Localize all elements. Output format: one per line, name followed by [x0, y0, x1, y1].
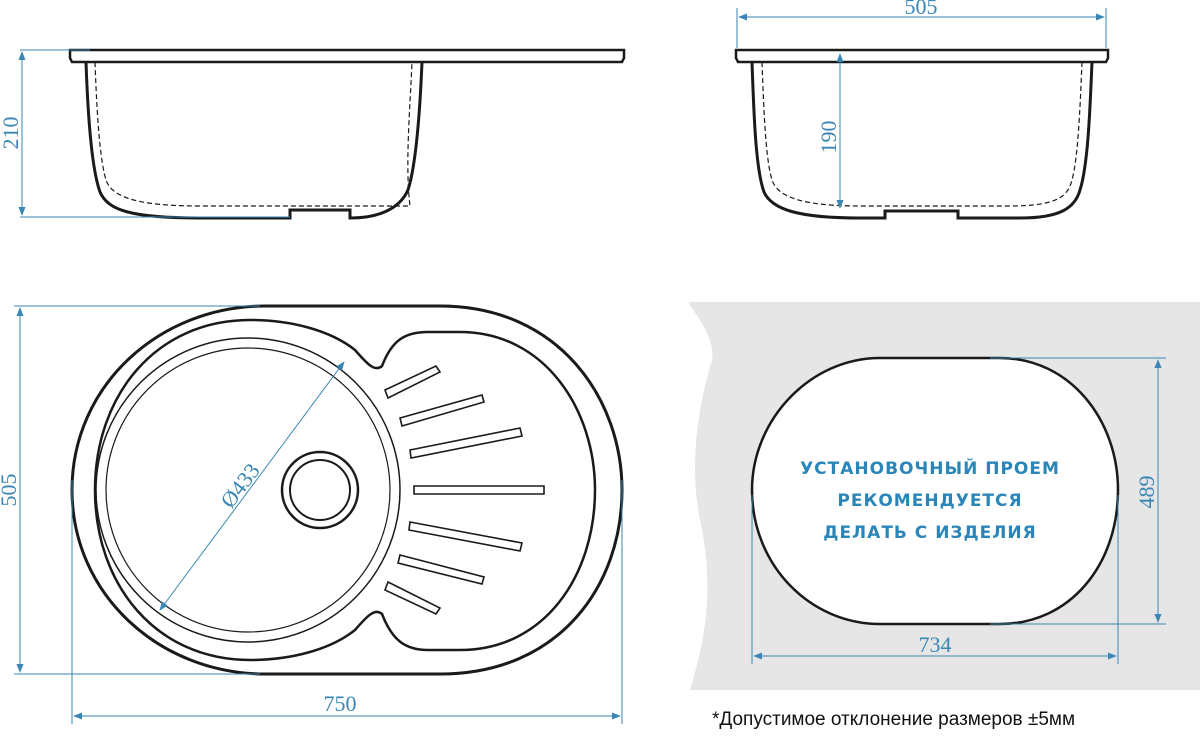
cutout-opening [750, 356, 1120, 626]
cutout-text-line1: УСТАНОВОЧНЫЙ ПРОЕМ [800, 457, 1060, 479]
side-view [68, 48, 626, 220]
top-depth-label: 505 [0, 474, 21, 507]
cutout-view: УСТАНОВОЧНЫЙ ПРОЕМ РЕКОМЕНДУЕТСЯ ДЕЛАТЬ … [688, 302, 1200, 690]
top-width-dimension: 750 [71, 480, 623, 724]
front-view [734, 48, 1110, 220]
cutout-height-label: 489 [1134, 476, 1159, 509]
top-view [70, 304, 624, 676]
front-depth-dimension: 190 [816, 53, 844, 209]
front-depth-label: 190 [816, 121, 841, 154]
top-width-label: 750 [324, 691, 357, 716]
tolerance-note: *Допустимое отклонение размеров ±5мм [712, 709, 1076, 730]
side-height-label: 210 [0, 117, 23, 150]
front-width-dimension: 505 [736, 0, 1107, 48]
cutout-text-line2: РЕКОМЕНДУЕТСЯ [837, 491, 1022, 511]
cutout-text-line3: ДЕЛАТЬ С ИЗДЕЛИЯ [823, 523, 1036, 543]
top-depth-dimension: 505 [0, 305, 260, 675]
cutout-width-dimension: 734 [751, 495, 1119, 664]
side-height-dimension: 210 [0, 49, 290, 218]
cutout-height-dimension: 489 [990, 357, 1166, 625]
cutout-width-label: 734 [919, 632, 952, 657]
front-width-label: 505 [905, 0, 938, 19]
